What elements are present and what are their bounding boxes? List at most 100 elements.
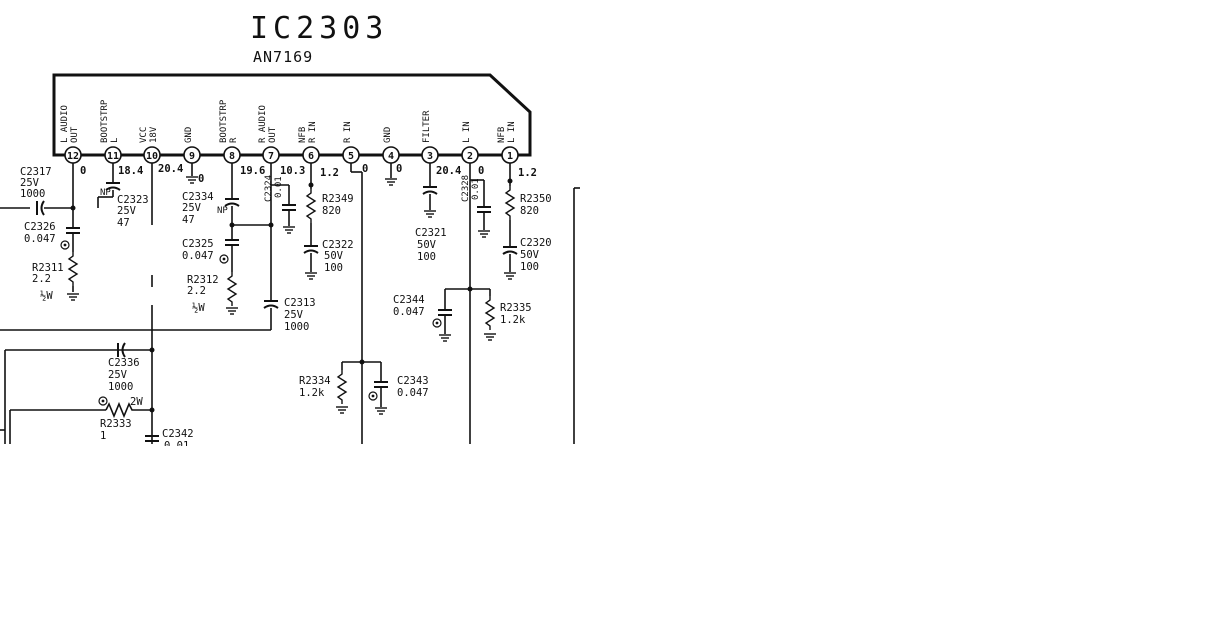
pin-2: 2 [461, 146, 479, 164]
pin-4: 4 [382, 146, 400, 164]
pin-1-function-label: L IN [507, 121, 517, 143]
svg-text:1000: 1000 [20, 188, 45, 200]
svg-text:820: 820 [520, 205, 539, 217]
pin-number: 12 [67, 151, 79, 162]
svg-text:R2312: R2312 [187, 274, 219, 286]
pin-12-function-label: L AUDIO [60, 105, 70, 143]
svg-text:C2320: C2320 [520, 237, 552, 249]
voltage-pin-7: 10.3 [280, 165, 305, 177]
svg-text:25V: 25V [108, 369, 128, 381]
pin-3: 3 [421, 146, 439, 164]
svg-text:R2333: R2333 [100, 418, 132, 430]
voltage-pin-2: 0 [478, 165, 484, 177]
pin-number: 4 [388, 151, 394, 162]
voltage-pin-5: 0 [362, 163, 368, 175]
pin-number: 7 [268, 151, 274, 162]
svg-text:C2328: C2328 [461, 175, 471, 202]
pin-11-function-label: L [110, 138, 120, 143]
svg-text:1.2k: 1.2k [500, 314, 526, 326]
svg-text:50V: 50V [417, 239, 437, 251]
pin-number: 10 [146, 151, 158, 162]
svg-text:100: 100 [417, 251, 436, 263]
pin-number: 11 [107, 151, 119, 162]
voltage-pin-10: 20.4 [158, 163, 183, 175]
pin-6-function-label: R IN [308, 121, 318, 143]
svg-text:C2326: C2326 [24, 221, 56, 233]
pin-6: 6 [302, 146, 320, 164]
voltage-pin-12: 0 [80, 165, 86, 177]
svg-text:C2343: C2343 [397, 375, 429, 387]
pin-11-function-label: BOOTSTRP [100, 99, 110, 143]
pin-6-function-label: NFB [298, 127, 308, 143]
pin-number: 5 [348, 151, 354, 162]
crop-mask [0, 446, 1207, 644]
svg-text:1000: 1000 [284, 321, 309, 333]
svg-text:25V: 25V [182, 202, 202, 214]
pin-7-function-label: OUT [268, 126, 278, 143]
pin-8-function-label: BOOTSTRP [219, 99, 229, 143]
pin-11: 11 [104, 146, 122, 164]
pin-number: 8 [229, 151, 235, 162]
voltage-pin-4: 0 [396, 163, 402, 175]
pin-10-function-label: VCC [139, 127, 149, 143]
pin-5: 5 [342, 146, 360, 164]
svg-text:25V: 25V [20, 177, 40, 189]
pin-8: 8 [223, 146, 241, 164]
svg-text:½W: ½W [40, 290, 53, 302]
label-r2333-wattage: 2W [130, 396, 143, 408]
svg-text:C2336: C2336 [108, 357, 140, 369]
pin-9: 9 [183, 146, 201, 164]
svg-text:R2349: R2349 [322, 193, 354, 205]
pin-number: 9 [189, 151, 195, 162]
pin-5-function-label: R IN [343, 121, 353, 143]
np-marker-c2334: NP [217, 206, 228, 216]
svg-text:2.2: 2.2 [187, 285, 206, 297]
ic-pins: 12 11 10 9 8 7 6 5 4 3 2 1 [64, 146, 519, 164]
voltage-pin-11: 18.4 [118, 165, 143, 177]
voltage-pin-6: 1.2 [320, 167, 339, 179]
svg-text:1000: 1000 [108, 381, 133, 393]
voltage-pin-1: 1.2 [518, 167, 537, 179]
pin-1: 1 [501, 146, 519, 164]
svg-text:0.047: 0.047 [397, 387, 429, 399]
pin-2-function-label: L IN [462, 121, 472, 143]
svg-text:R2311: R2311 [32, 262, 64, 274]
pin-12-function-label: OUT [70, 126, 80, 143]
pin-1-function-label: NFB [497, 127, 507, 143]
pin-number: 3 [427, 151, 433, 162]
svg-text:100: 100 [520, 261, 539, 273]
ic-part-number: AN7169 [253, 48, 313, 66]
svg-text:47: 47 [182, 214, 195, 226]
wiring [0, 163, 580, 444]
svg-text:0.01: 0.01 [274, 176, 284, 198]
pin-number: 6 [308, 151, 314, 162]
svg-text:2W: 2W [130, 396, 143, 408]
pin-4-function-label: GND [383, 127, 393, 143]
pin-7: 7 [262, 146, 280, 164]
svg-text:R2350: R2350 [520, 193, 552, 205]
pin-10: 10 [143, 146, 161, 164]
svg-text:C2323: C2323 [117, 194, 149, 206]
ic-title: IC2303 [250, 11, 388, 46]
svg-text:1: 1 [100, 430, 106, 442]
pin-voltages: 0 18.4 20.4 0 19.6 10.3 1.2 0 0 20.4 0 1… [80, 163, 537, 185]
svg-text:0.047: 0.047 [24, 233, 56, 245]
